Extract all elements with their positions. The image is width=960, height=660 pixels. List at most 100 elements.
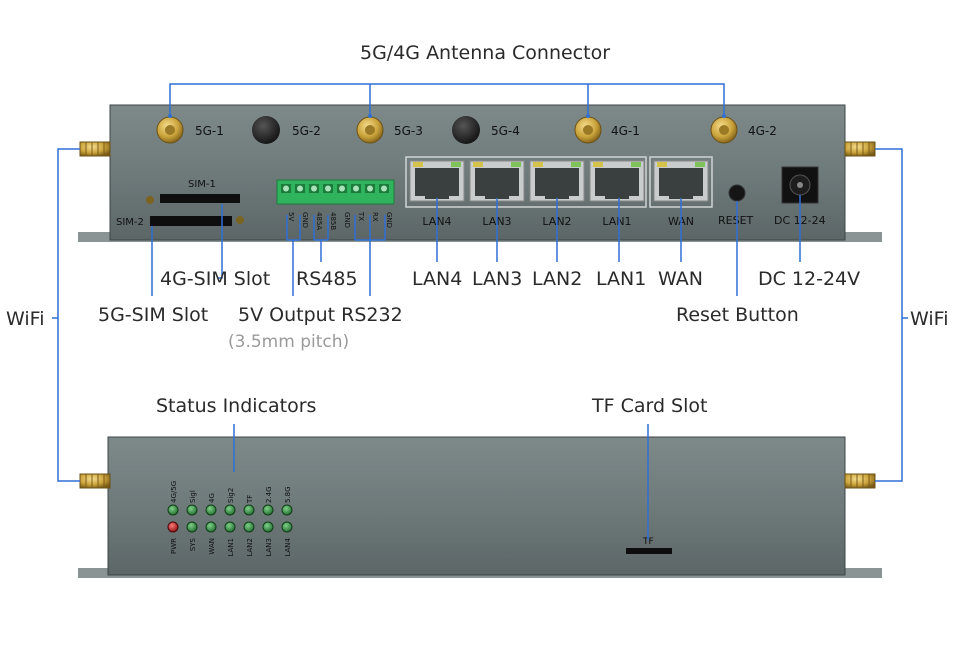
- terminal-label: 485B: [329, 212, 337, 230]
- terminal-holes: [281, 184, 389, 193]
- led-label: 2.4G: [265, 486, 273, 503]
- status-led: [243, 504, 255, 516]
- lan1-callout: LAN1: [596, 268, 647, 290]
- led-label: Sigl: [189, 490, 197, 503]
- port-led: [571, 162, 581, 167]
- led-label: PWR: [170, 538, 178, 554]
- wan-callout: WAN: [658, 268, 703, 290]
- reset-callout: Reset Button: [676, 304, 799, 326]
- status-indicators-callout: Status Indicators: [156, 395, 317, 417]
- led-label: 4G/5G: [170, 481, 178, 503]
- sim2-label: SIM-2: [116, 217, 144, 228]
- status-led: [186, 521, 198, 533]
- status-led: [205, 504, 217, 516]
- antenna-cap-5g-4: [452, 116, 480, 144]
- rj45-socket: [595, 168, 639, 196]
- sim1-led: [146, 196, 154, 204]
- lan4-callout: LAN4: [412, 268, 463, 290]
- led-label: LAN2: [246, 538, 254, 557]
- terminal-label: GND: [385, 212, 393, 228]
- led-label: Sig2: [227, 488, 235, 503]
- rj45-latch: [425, 194, 449, 199]
- sim-slot-5g: [150, 216, 232, 226]
- led-label: LAN3: [265, 538, 273, 557]
- terminal-label: 5V: [287, 212, 295, 221]
- terminal-block: [276, 179, 395, 205]
- sim1-label: SIM-1: [188, 179, 216, 190]
- reset-button[interactable]: [728, 184, 746, 202]
- tf-card-slot[interactable]: [626, 548, 672, 554]
- power-led: [167, 521, 179, 533]
- lan3-callout: LAN3: [472, 268, 523, 290]
- rj45-latch: [485, 194, 509, 199]
- wifi-left-callout: WiFi: [6, 308, 45, 330]
- led-label: 4G: [208, 493, 216, 503]
- antenna-5g-3: [356, 116, 384, 144]
- port-led: [511, 162, 521, 167]
- antenna-cap-5g-2: [252, 116, 280, 144]
- terminal-screw-head: [367, 185, 373, 192]
- rs485-callout: RS485: [296, 268, 358, 290]
- status-led: [281, 521, 293, 533]
- terminal-screw-head: [283, 185, 289, 192]
- terminal-label: 485A: [315, 212, 323, 230]
- port-led: [657, 162, 667, 167]
- pitch-callout: (3.5mm pitch): [228, 332, 350, 352]
- port-led: [593, 162, 603, 167]
- tf-label: TF: [642, 537, 654, 547]
- reset-label: RESET: [718, 214, 754, 227]
- antenna-label: 5G-1: [195, 124, 224, 138]
- status-led: [243, 521, 255, 533]
- lan-group-frame: [405, 156, 647, 208]
- terminal-label: TX: [357, 211, 365, 221]
- port-led: [413, 162, 423, 167]
- tf-card-callout: TF Card Slot: [592, 395, 708, 417]
- rj45-socket: [415, 168, 459, 196]
- leader-lines: [52, 83, 908, 540]
- status-led: [167, 504, 179, 516]
- output-5v-rs232-callout: 5V Output RS232: [238, 304, 403, 326]
- led-label: WAN: [208, 538, 216, 555]
- terminal-screw-head: [339, 185, 345, 192]
- antenna-label: 4G-2: [748, 124, 777, 138]
- port-led: [533, 162, 543, 167]
- port-led: [631, 162, 641, 167]
- led-label: SYS: [189, 537, 197, 551]
- terminal-screw-head: [311, 185, 317, 192]
- lan2-callout: LAN2: [532, 268, 583, 290]
- status-led: [224, 504, 236, 516]
- sim-slot-4g: [160, 194, 240, 203]
- dc-callout: DC 12-24V: [758, 268, 861, 290]
- antenna-label: 4G-1: [611, 124, 640, 138]
- antenna-label: 5G-2: [292, 124, 321, 138]
- rj45-latch: [669, 194, 693, 199]
- port-led: [473, 162, 483, 167]
- terminal-screw-head: [353, 185, 359, 192]
- wifi-right-callout: WiFi: [910, 308, 949, 330]
- port-led: [451, 162, 461, 167]
- antenna-connector-callout: 5G/4G Antenna Connector: [360, 42, 611, 64]
- antenna-4g-2: [710, 116, 738, 144]
- antenna-label: 5G-3: [394, 124, 423, 138]
- port-led: [695, 162, 705, 167]
- wifi-antenna-right-bottom: [844, 473, 876, 489]
- rj45-latch: [605, 194, 629, 199]
- wifi-antenna-right-top: [844, 141, 876, 157]
- sim2-led: [236, 216, 244, 224]
- sim-5g-callout: 5G-SIM Slot: [98, 304, 209, 326]
- terminal-label: RX: [371, 212, 379, 222]
- terminal-label: GND: [301, 212, 309, 228]
- status-led: [281, 504, 293, 516]
- wifi-antenna-left-bottom: [79, 473, 111, 489]
- status-led: [224, 521, 236, 533]
- antenna-label: 5G-4: [491, 124, 520, 138]
- status-led: [205, 521, 217, 533]
- front-panel: 5G-1 5G-2 5G-3 5G-4 4G-1 4G-2 SIM-1 SIM-…: [78, 104, 882, 242]
- rj45-socket: [659, 168, 703, 196]
- status-leds: [167, 504, 293, 533]
- terminal-screw-head: [325, 185, 331, 192]
- led-label: 5.8G: [284, 486, 292, 503]
